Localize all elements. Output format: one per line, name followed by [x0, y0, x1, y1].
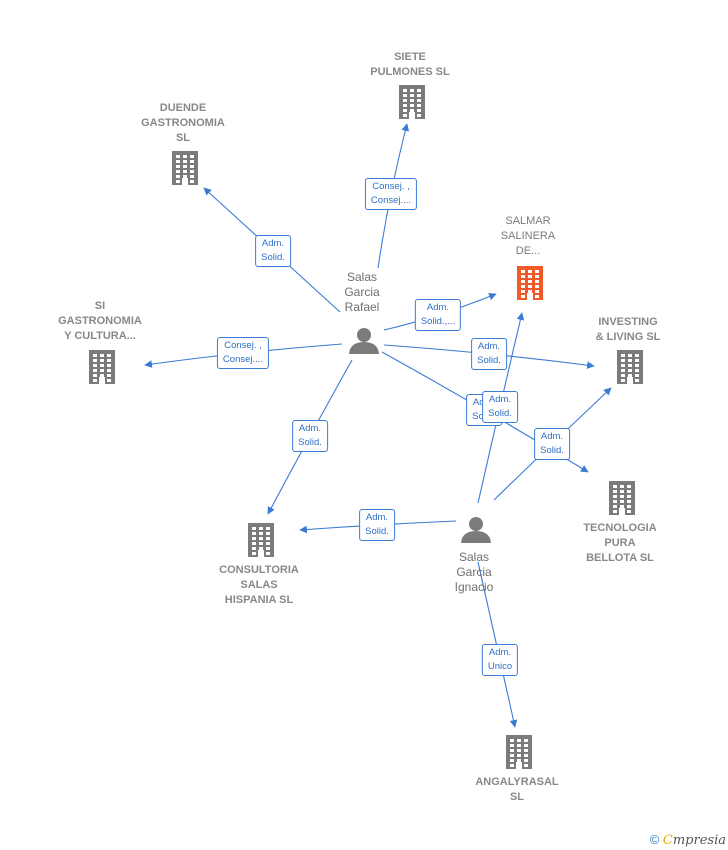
building-icon-angalyrasal[interactable] — [506, 735, 532, 769]
edge-label-ignacio-salmar[interactable]: Adm. Solid. — [482, 391, 518, 423]
node-label-rafael[interactable]: Salas Garcia Rafael — [344, 270, 380, 314]
node-label-angalyrasal[interactable]: ANGALYRASAL SL — [475, 776, 559, 803]
edge-label-rafael-salmar[interactable]: Adm. Solid.,... — [414, 299, 462, 331]
node-label-siete[interactable]: SIETE PULMONES SL — [370, 51, 450, 78]
building-icon-si_gastro[interactable] — [89, 350, 115, 384]
edge-label-rafael-consultoria[interactable]: Adm. Solid. — [292, 420, 328, 452]
node-label-consultoria[interactable]: CONSULTORIA SALAS HISPANIA SL — [219, 564, 299, 606]
footer-brand: © Cmpresia — [650, 832, 726, 848]
edge-label-rafael-duende[interactable]: Adm. Solid. — [255, 235, 291, 267]
building-icon-salmar[interactable] — [517, 266, 543, 300]
person-icon-rafael[interactable] — [349, 328, 379, 354]
person-icon-ignacio[interactable] — [461, 517, 491, 543]
edge-label-ignacio-investing[interactable]: Adm. Solid. — [534, 428, 570, 460]
edge-label-rafael-siete[interactable]: Consej. , Consej.... — [364, 178, 418, 210]
edge-label-ignacio-angalyrasal[interactable]: Adm. Unico — [481, 644, 519, 676]
building-icon-investing[interactable] — [617, 350, 643, 384]
node-label-tecnologia[interactable]: TECNOLOGIA PURA BELLOTA SL — [583, 522, 657, 564]
building-icon-duende[interactable] — [172, 151, 198, 185]
edge-label-rafael-si_gastro[interactable]: Consej. , Consej.... — [216, 337, 270, 369]
building-icon-siete[interactable] — [399, 85, 425, 119]
node-label-investing[interactable]: INVESTING & LIVING SL — [595, 316, 661, 343]
building-icon-consultoria[interactable] — [248, 523, 274, 557]
copyright-symbol: © — [649, 832, 660, 847]
node-label-ignacio[interactable]: Salas Garcia Ignacio — [454, 550, 494, 594]
brand-logo: Cmpresia — [662, 833, 726, 848]
edge-label-rafael-investing[interactable]: Adm. Solid. — [471, 338, 507, 370]
node-label-duende[interactable]: DUENDE GASTRONOMIA SL — [141, 102, 225, 144]
node-label-salmar[interactable]: SALMAR SALINERA DE... — [500, 215, 556, 257]
edge-label-ignacio-consultoria[interactable]: Adm. Solid. — [359, 509, 395, 541]
building-icon-tecnologia[interactable] — [609, 481, 635, 515]
node-label-si_gastro[interactable]: SI GASTRONOMIA Y CULTURA... — [58, 300, 142, 342]
